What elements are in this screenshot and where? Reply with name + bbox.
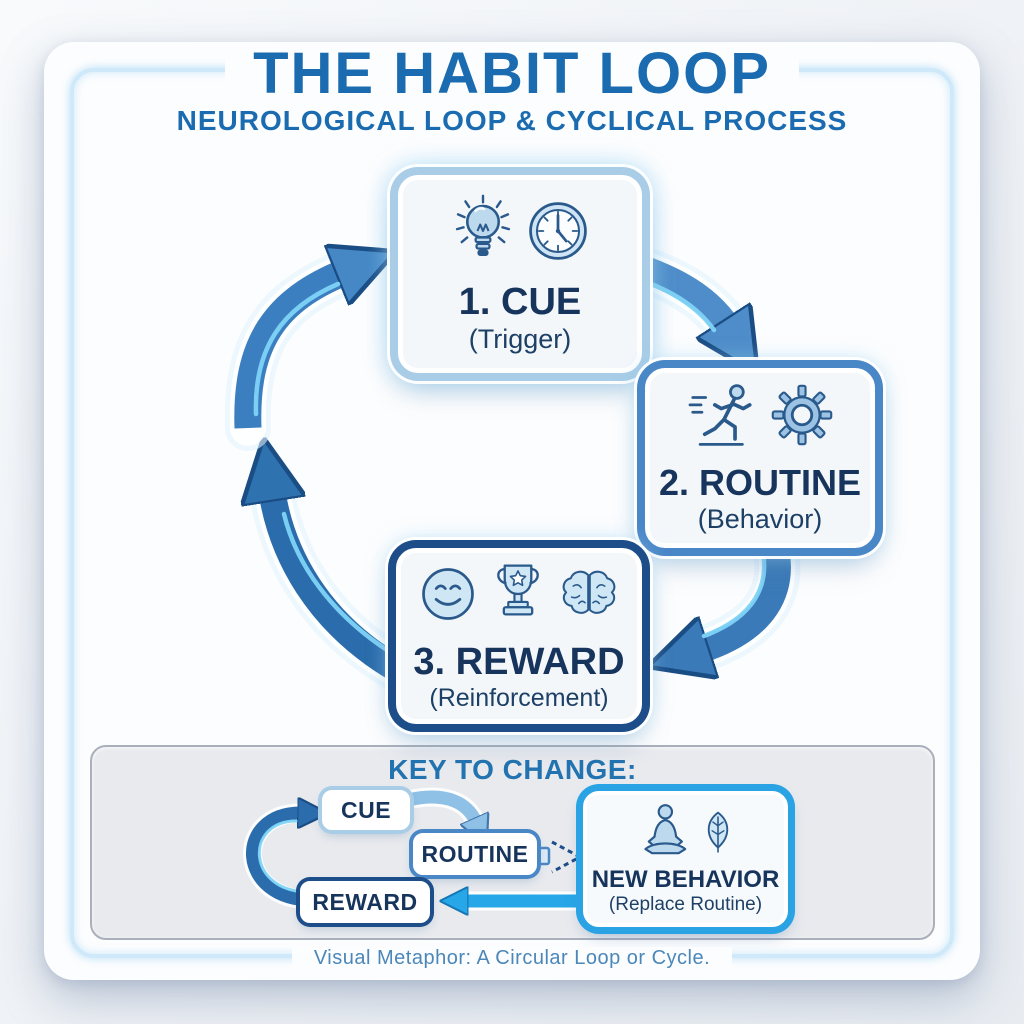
footer-caption-text: Visual Metaphor: A Circular Loop or Cycl… — [291, 947, 733, 970]
routine-sublabel: (Behavior) — [697, 504, 823, 534]
page-title: THE HABIT LOOP — [44, 43, 980, 105]
reward-label: 3. REWARD — [413, 640, 625, 683]
key-panel-heading: KEY TO CHANGE: — [388, 754, 637, 785]
reward-icons — [419, 560, 619, 633]
smiley-icon — [419, 565, 477, 628]
mini-reward-label: REWARD — [312, 888, 418, 915]
mini-box-cue: CUE — [322, 790, 410, 830]
mini-box-routine: ROUTINE — [413, 833, 537, 875]
new-behavior-box: NEW BEHAVIOR (Replace Routine) — [583, 791, 788, 927]
clock-icon — [526, 199, 590, 268]
routine-label: 2. ROUTINE — [658, 462, 862, 503]
mini-cue-label: CUE — [340, 796, 392, 823]
step-card-reward: 3. REWARD (Reinforcement) — [396, 548, 642, 724]
runner-icon — [687, 381, 761, 454]
page-subtitle: NEUROLOGICAL LOOP & CYCLICAL PROCESS — [176, 105, 848, 136]
mini-routine-label: ROUTINE — [421, 840, 529, 867]
cue-icons — [450, 194, 590, 273]
page-title-text: THE HABIT LOOP — [225, 43, 799, 105]
leaf-icon — [702, 809, 734, 862]
routine-icons — [687, 381, 833, 454]
new-behavior-icons — [638, 803, 734, 862]
gear-icon — [771, 384, 833, 451]
brain-icon — [559, 568, 619, 625]
step-card-cue: 1. CUE (Trigger) — [398, 175, 642, 373]
step-card-routine: 2. ROUTINE (Behavior) — [645, 368, 875, 548]
reward-sublabel: (Reinforcement) — [429, 683, 609, 712]
new-behavior-sublabel: (Replace Routine) — [608, 893, 763, 915]
cue-label: 1. CUE — [458, 280, 582, 323]
new-behavior-label: NEW BEHAVIOR — [591, 865, 780, 893]
lightbulb-icon — [450, 194, 516, 273]
mini-box-reward: REWARD — [300, 881, 430, 923]
cue-sublabel: (Trigger) — [468, 323, 572, 354]
footer-caption: Visual Metaphor: A Circular Loop or Cycl… — [44, 947, 980, 970]
meditation-icon — [638, 803, 696, 862]
trophy-icon — [487, 560, 549, 633]
card: THE HABIT LOOP NEUROLOGICAL LOOP & CYCLI… — [44, 42, 980, 980]
